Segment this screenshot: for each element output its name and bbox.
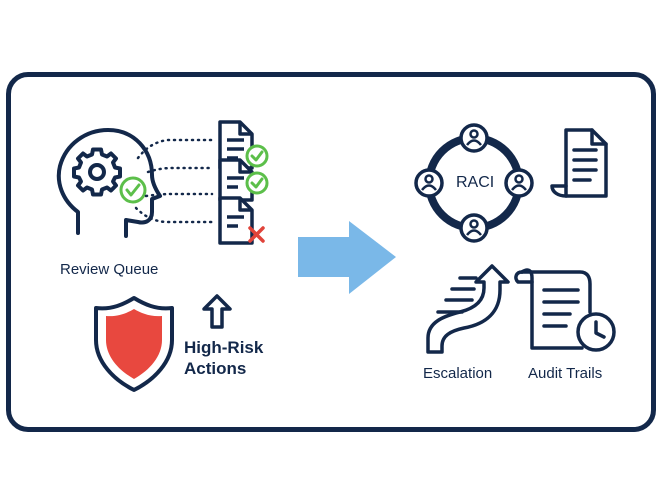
arrow-up-icon xyxy=(202,294,232,329)
review-connectors xyxy=(134,138,214,224)
scroll-document-icon xyxy=(550,128,608,198)
person-node-icon xyxy=(459,213,489,243)
high-risk-label-line2: Actions xyxy=(184,359,247,378)
cross-icon xyxy=(248,226,265,243)
check-badge-icon xyxy=(119,176,147,204)
shield-icon xyxy=(94,296,174,392)
escalation-label: Escalation xyxy=(423,365,493,382)
review-queue-label: Review Queue xyxy=(60,261,159,278)
check-icon xyxy=(245,171,269,195)
person-node-icon xyxy=(414,168,444,198)
raci-cycle-icon xyxy=(414,123,534,243)
audit-clock-icon xyxy=(514,268,616,352)
escalation-arrow-icon xyxy=(426,264,510,354)
audit-trails-label: Audit Trails xyxy=(528,365,603,382)
arrow-right-icon xyxy=(298,221,396,294)
person-node-icon xyxy=(504,168,534,198)
person-node-icon xyxy=(459,123,489,153)
high-risk-label-line1: High-Risk xyxy=(184,338,264,357)
check-icon xyxy=(245,144,269,168)
head-gear-icon xyxy=(56,128,162,238)
document-icon xyxy=(218,196,254,245)
raci-label: RACI xyxy=(456,174,495,191)
